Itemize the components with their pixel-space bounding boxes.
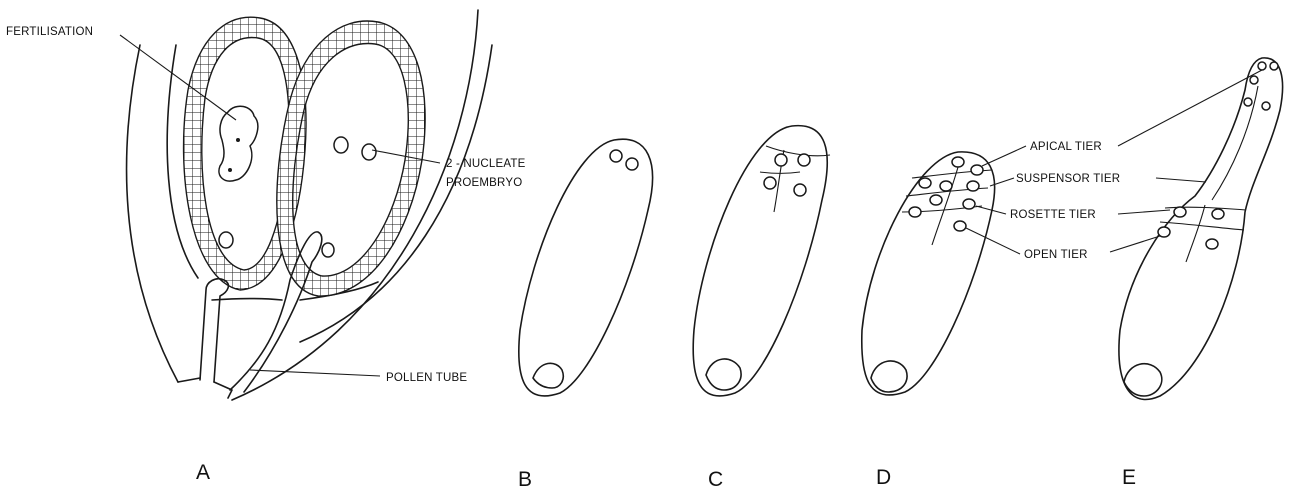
chalazal-pad: [706, 359, 741, 390]
open-tier-nucleus: [1206, 239, 1218, 249]
panel-label-e: E: [1122, 466, 1136, 489]
rosette-nucleus: [1212, 209, 1224, 219]
apical-nucleus: [1244, 98, 1252, 106]
canal-cell: [322, 243, 334, 257]
figure-e-elongated-suspensor: [1110, 58, 1283, 400]
nucleus: [775, 154, 787, 166]
proembryo-outline: [1119, 58, 1283, 400]
label-pollen-tube: POLLEN TUBE: [386, 372, 467, 384]
suspensor-nucleus: [919, 178, 931, 188]
ovule-integument-right-2: [300, 45, 492, 342]
label-suspensor-tier: SUSPENSOR TIER: [1016, 173, 1120, 185]
figure-d-tiered-proembryo: APICAL TIER SUSPENSOR TIER ROSETTE TIER …: [862, 141, 1120, 395]
apical-nucleus: [1258, 62, 1266, 70]
apical-nucleus: [1262, 102, 1270, 110]
open-tier-nucleus: [909, 207, 921, 217]
chalazal-pad: [1124, 364, 1162, 396]
rosette-nucleus: [1174, 207, 1186, 217]
tier-wall: [766, 146, 830, 156]
panel-label-c: C: [708, 468, 723, 491]
nucleus: [798, 154, 810, 166]
suspensor-nucleus: [940, 181, 952, 191]
label-2-nucleate: 2 - NUCLEATE: [446, 158, 526, 170]
figure-c-four-nucleate: [693, 126, 830, 396]
panel-label-d: D: [876, 466, 891, 489]
apical-nucleus: [1270, 62, 1278, 70]
apical-nucleus: [971, 165, 983, 175]
nucleus-dot: [236, 138, 240, 142]
pollen-tube-base: [178, 378, 232, 398]
tier-wall: [1160, 222, 1244, 230]
figure-b-two-nucleate: [519, 139, 653, 396]
pollen-tube-left: [200, 279, 228, 382]
figure-a-fertilisation: FERTILISATION 2 - NUCLEATE PROEMBRYO POL…: [6, 10, 526, 400]
label-fertilisation: FERTILISATION: [6, 26, 93, 38]
tier-wall: [1186, 205, 1205, 262]
leader-suspensor-tier-e: [1156, 178, 1206, 182]
free-nucleus: [610, 150, 622, 162]
proembryo-outline: [519, 139, 653, 396]
label-apical-tier: APICAL TIER: [1030, 141, 1102, 153]
label-proembryo: PROEMBRYO: [446, 177, 522, 189]
nucleus: [764, 177, 776, 189]
ventral-canal-cell: [219, 232, 233, 248]
apical-nucleus: [1250, 76, 1258, 84]
proembryo-outline: [693, 126, 827, 396]
label-rosette-tier: ROSETTE TIER: [1010, 209, 1096, 221]
nucleus: [794, 184, 806, 196]
open-tier-nucleus: [954, 221, 966, 231]
nucleus-dot: [228, 168, 232, 172]
panel-label-a: A: [196, 461, 210, 484]
fertilised-egg-nucleus: [219, 106, 258, 181]
leader-pollen-tube: [250, 370, 380, 376]
rosette-nucleus: [963, 199, 975, 209]
rosette-nucleus: [930, 195, 942, 205]
label-open-tier: OPEN TIER: [1024, 249, 1088, 261]
free-nucleus: [626, 158, 638, 170]
proembryo-nucleus: [362, 144, 376, 160]
leader-apical-tier: [982, 146, 1026, 166]
ovule-outer-wall: [127, 45, 178, 382]
leader-rosette-tier-e: [1118, 210, 1170, 214]
leader-open-tier: [966, 228, 1020, 254]
chalazal-pad: [533, 363, 563, 388]
nucellus-base: [212, 299, 282, 301]
chalazal-pad: [871, 361, 907, 392]
suspensor-nucleus: [967, 181, 979, 191]
proembryo-nucleus: [334, 137, 348, 153]
panel-label-b: B: [518, 468, 532, 491]
apical-nucleus: [952, 157, 964, 167]
